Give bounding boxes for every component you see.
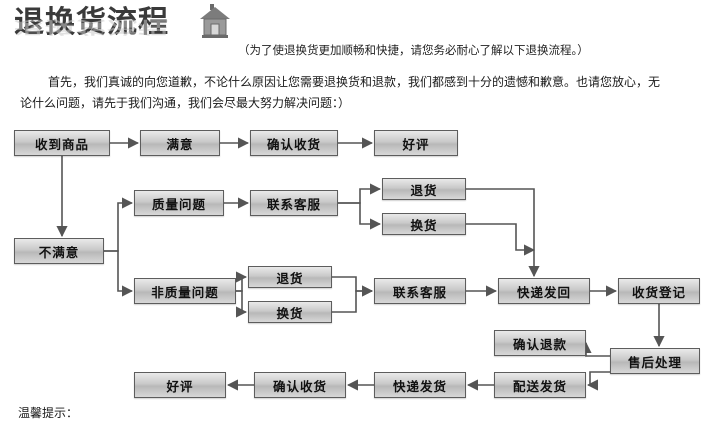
flow-node-n5: 质量问题 [134,190,224,216]
flow-node-n10: 非质量问题 [134,278,236,304]
flow-node-n15: 收货登记 [618,278,700,304]
flow-node-n4: 好评 [374,130,458,156]
flow-node-n11: 退货 [248,266,332,288]
flow-node-n21: 好评 [134,372,226,398]
flow-node-n1: 收到商品 [14,130,110,156]
intro-paragraph: 首先，我们真诚的向您道歉，不论什么原因让您需要退换货和退款，我们都感到十分的遗憾… [20,72,696,114]
flow-node-n3: 确认收货 [250,130,338,156]
flow-node-n13: 联系客服 [374,278,466,304]
flow-node-n9: 不满意 [14,238,104,264]
flow-node-n19: 快递发货 [374,372,466,398]
intro-line-2: 论什么问题，请先于我们沟通，我们会尽最大努力解决问题：） [20,96,351,110]
flow-node-n14: 快递发回 [498,278,590,304]
flow-node-n12: 换货 [248,301,332,323]
flow-node-n8: 换货 [382,213,466,235]
page-title: 退换货流程 [14,5,169,40]
warm-tip: 温馨提示： [18,406,79,420]
house-icon [200,4,230,38]
flow-node-n16: 确认退款 [494,330,586,356]
intro-line-1: 首先，我们真诚的向您道歉，不论什么原因让您需要退换货和退款，我们都感到十分的遗憾… [48,75,661,89]
flow-node-n7: 退货 [382,178,466,200]
flow-node-n6: 联系客服 [250,190,338,216]
header-subtitle: （为了使退换货更加顺畅和快捷，请您务必耐心了解以下退换流程。） [238,43,589,57]
page-title-block: 退换货流程 退换货流程 [14,6,169,40]
flow-node-n2: 满意 [140,130,220,156]
flow-node-n18: 配送发货 [494,372,586,398]
flow-node-n17: 售后处理 [610,348,700,374]
flow-node-n20: 确认收货 [254,372,346,398]
